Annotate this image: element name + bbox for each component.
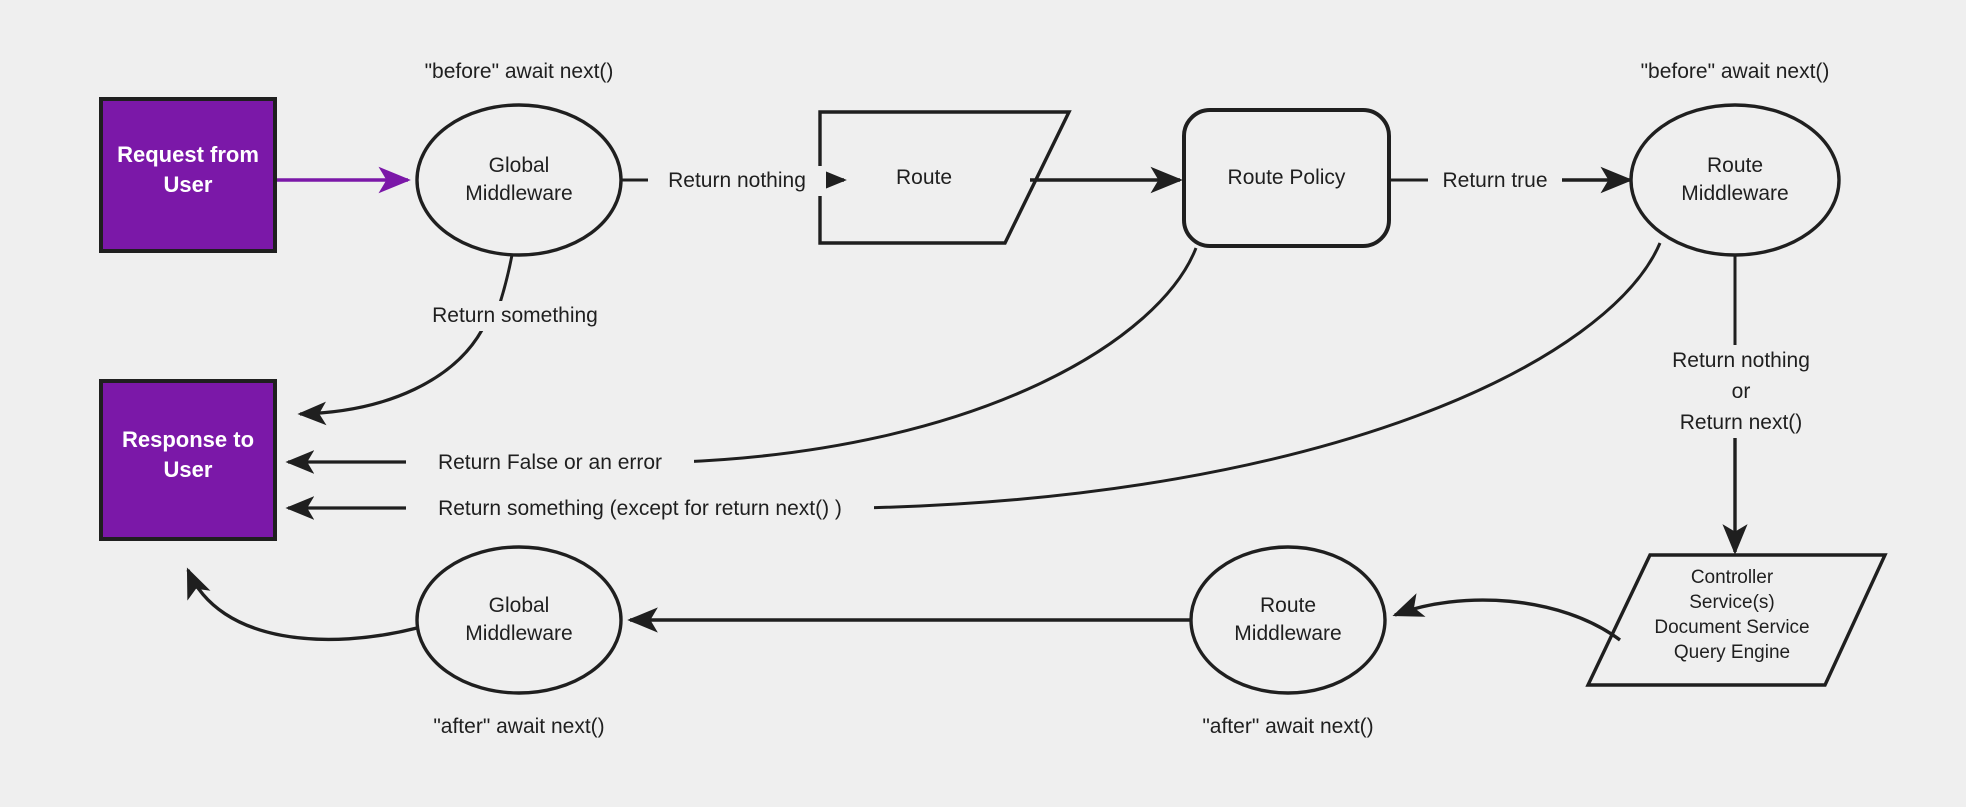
edge-label-return-nothing-or-next: Return nothing or Return next() xyxy=(1615,345,1867,438)
node-route-policy xyxy=(1182,108,1391,248)
annotation-after-route-middleware: "after" await next() xyxy=(1202,715,1374,738)
node-route-middleware-before xyxy=(1629,103,1841,257)
node-route xyxy=(818,110,1072,245)
edge-label-return-something-global: Return something xyxy=(414,301,616,331)
annotation-before-route-middleware: "before" await next() xyxy=(1640,60,1830,83)
edge-global-middleware-after-to-response xyxy=(186,567,418,642)
node-controller-services xyxy=(1585,553,1888,687)
edge-global-middleware-return-something-upper xyxy=(498,254,514,304)
edge-global-middleware-return-something-lower xyxy=(297,329,484,426)
edge-route-policy-return-false-curve xyxy=(679,247,1198,464)
node-request-from-user xyxy=(99,97,277,253)
edge-controller-to-route-middleware-after xyxy=(1392,593,1622,642)
node-global-middleware-before xyxy=(415,103,623,257)
annotation-before-global-middleware: "before" await next() xyxy=(424,60,614,83)
annotation-after-global-middleware: "after" await next() xyxy=(433,715,605,738)
edge-label-return-false-or-error: Return False or an error xyxy=(406,448,694,478)
edge-label-return-something-except: Return something (except for return next… xyxy=(406,494,874,524)
node-response-to-user xyxy=(99,379,277,541)
edge-route-middleware-return-something-curve xyxy=(859,242,1662,510)
node-route-middleware-after xyxy=(1189,545,1387,695)
node-global-middleware-after xyxy=(415,545,623,695)
edge-label-return-nothing: Return nothing xyxy=(648,166,826,196)
edge-label-return-true: Return true xyxy=(1428,166,1562,196)
